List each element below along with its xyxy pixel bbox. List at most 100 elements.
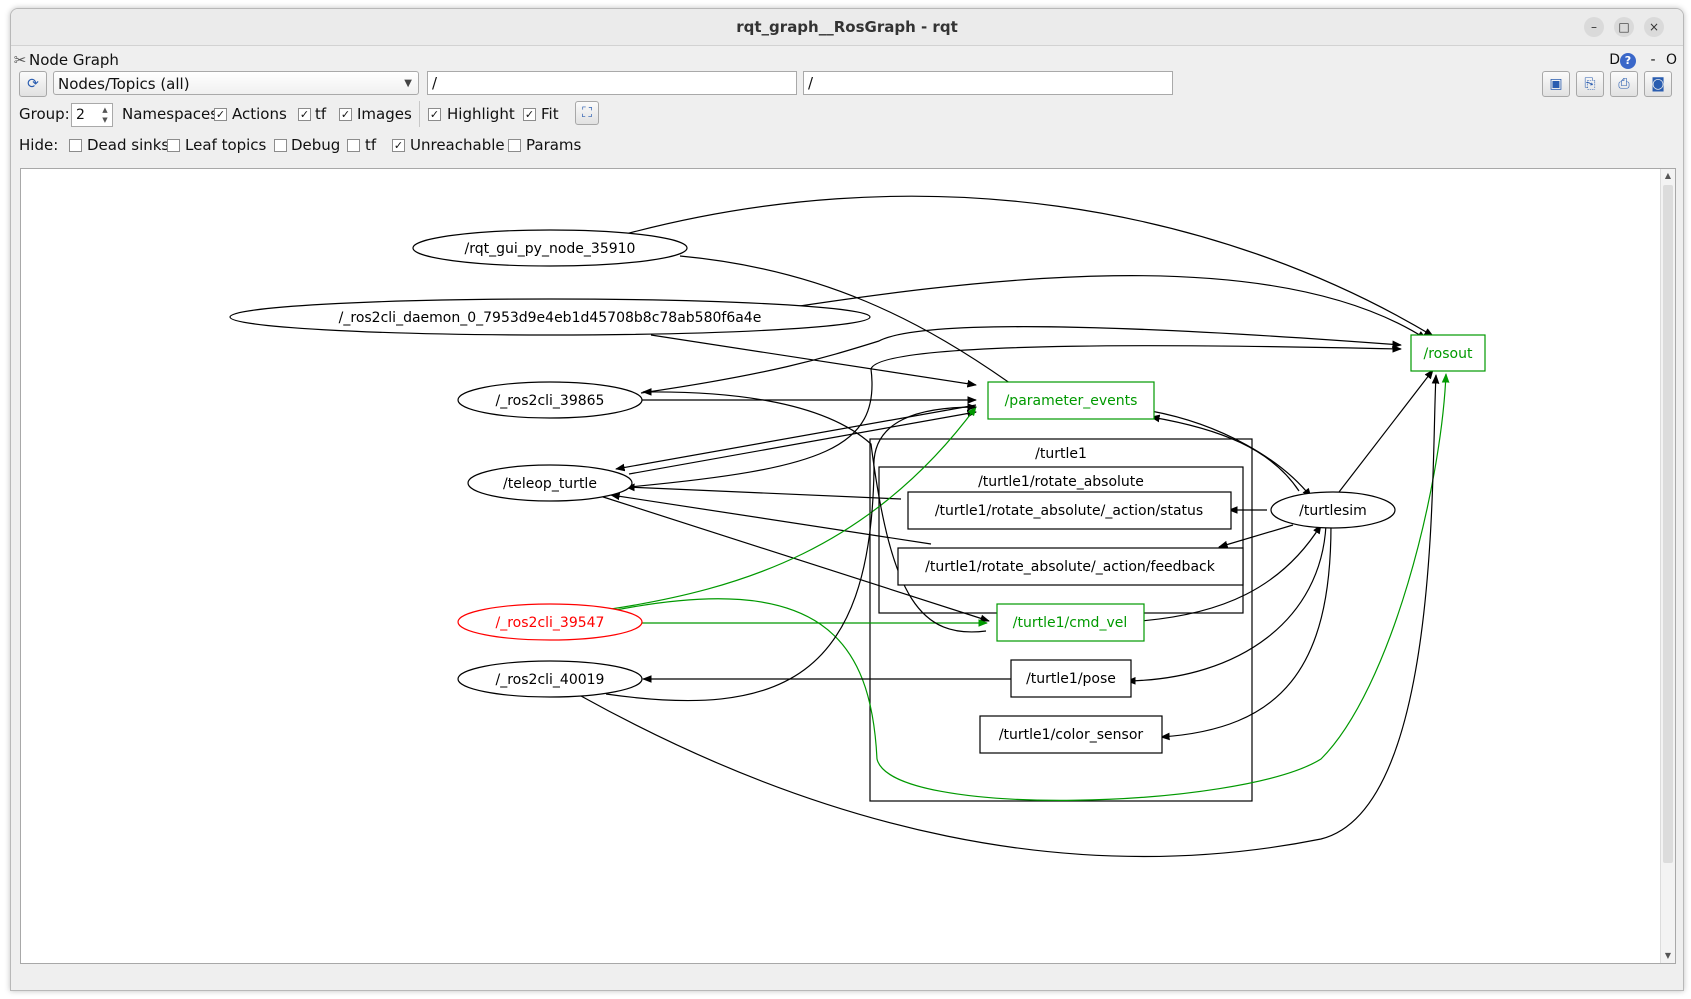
edge-cli39547-rosout: [610, 373, 1450, 801]
dock-title: ✂Node Graph: [11, 49, 119, 71]
scissors-icon: ✂: [13, 51, 27, 69]
edge-turtlesim-param: [1150, 414, 1300, 492]
edge-cli39547-param: [610, 406, 977, 610]
edge-status-teleop: [625, 483, 902, 500]
exclude-filter-input[interactable]: [803, 71, 1173, 95]
mode-select[interactable]: Nodes/Topics (all) ▼: [53, 71, 419, 95]
tf-checkbox[interactable]: ✓: [298, 108, 311, 121]
edge-turtlesim-feedback: [1218, 524, 1294, 549]
topic-action-feedback[interactable]: [897, 547, 1244, 586]
refresh-icon[interactable]: ⟳: [19, 71, 47, 97]
vertical-scrollbar[interactable]: ▲ ▼: [1660, 169, 1675, 963]
graph-edges: [580, 195, 1450, 858]
edge-feedback-teleop: [610, 492, 932, 545]
load-icon[interactable]: ▣: [1542, 71, 1570, 97]
dock-controls: D? - O: [1609, 49, 1677, 71]
namespaces-label: Namespaces: [122, 105, 219, 123]
mode-select-value: Nodes/Topics (all): [58, 75, 190, 93]
fit-view-icon[interactable]: ⛶: [575, 101, 599, 125]
edge-cmdvel-turtlesim: [1140, 524, 1322, 622]
fit-checkbox[interactable]: ✓: [523, 108, 536, 121]
edge-teleop-param: [628, 409, 977, 475]
hide-tf-checkbox[interactable]: [347, 139, 360, 152]
cluster-turtle1: [869, 438, 1253, 802]
help-icon[interactable]: ?: [1620, 53, 1636, 69]
dock-close-button[interactable]: O: [1665, 52, 1677, 68]
include-filter-input[interactable]: [427, 71, 797, 95]
topic-color-sensor[interactable]: [979, 715, 1163, 754]
topic-cmd-vel-label: /turtle1/cmd_vel: [1013, 615, 1127, 631]
dock-minimize-button[interactable]: -: [1650, 52, 1656, 68]
debug-checkbox[interactable]: [274, 139, 287, 152]
topic-action-status[interactable]: [907, 491, 1232, 530]
group-label: Group:: [19, 105, 70, 123]
scroll-down-icon[interactable]: ▼: [1664, 951, 1672, 960]
edge-rqt-rosout: [603, 195, 1434, 337]
cluster-rotate-absolute-label: /turtle1/rotate_absolute: [978, 474, 1144, 490]
node-daemon[interactable]: [229, 298, 871, 336]
scroll-thumb[interactable]: [1663, 185, 1673, 863]
minimize-button[interactable]: –: [1584, 17, 1604, 37]
actions-checkbox[interactable]: ✓: [214, 108, 227, 121]
node-turtlesim-label: /turtlesim: [1299, 503, 1367, 519]
hide-label: Hide:: [19, 136, 59, 154]
hide-row: Hide: Dead sinks Leaf topics Debug tf ✓ …: [11, 132, 1683, 160]
save-svg-icon[interactable]: ⎙: [1610, 71, 1638, 97]
group-spinbox[interactable]: 2 ▲▼: [71, 103, 113, 127]
screenshot-icon[interactable]: ◙: [1644, 71, 1672, 97]
topic-pose[interactable]: [1010, 659, 1132, 698]
highlight-checkbox[interactable]: ✓: [428, 108, 441, 121]
dead-sinks-label: Dead sinks: [87, 136, 170, 154]
node-turtlesim[interactable]: [1270, 491, 1396, 529]
maximize-button[interactable]: □: [1614, 17, 1634, 37]
topic-cmd-vel[interactable]: [996, 603, 1145, 642]
edge-param-teleop: [615, 404, 977, 472]
dock-title-label: Node Graph: [29, 51, 119, 69]
topic-action-status-label: /turtle1/rotate_absolute/_action/status: [935, 503, 1203, 519]
cluster-turtle1-label: /turtle1: [1035, 446, 1087, 462]
edge-rqt-param: [679, 255, 1022, 392]
topic-parameter-events-label: /parameter_events: [1005, 393, 1138, 409]
edge-turtlesim-rosout: [1338, 369, 1434, 493]
edge-turtlesim-colorsensor: [1160, 524, 1332, 741]
node-cli39547[interactable]: [457, 603, 643, 641]
node-teleop[interactable]: [467, 464, 633, 502]
edge-teleop-rosout: [628, 344, 1402, 488]
ros-graph[interactable]: /turtle1 /turtle1/rotate_absolute: [21, 169, 1661, 963]
node-cli40019[interactable]: [457, 660, 643, 698]
node-rqt-gui[interactable]: [412, 229, 688, 267]
topic-parameter-events[interactable]: [987, 381, 1155, 420]
edge-cli39865-rosout: [640, 326, 1402, 394]
spin-arrows-icon[interactable]: ▲▼: [102, 106, 108, 124]
topic-rosout[interactable]: [1410, 334, 1486, 372]
separator: [419, 101, 420, 127]
topic-rosout-label: /rosout: [1424, 346, 1473, 362]
node-daemon-label: /_ros2cli_daemon_0_7953d9e4eb1d45708b8c7…: [339, 310, 762, 326]
dock-d-button[interactable]: D: [1609, 52, 1620, 68]
node-cli39865[interactable]: [457, 381, 643, 419]
fit-label: Fit: [541, 105, 559, 123]
highlight-label: Highlight: [447, 105, 515, 123]
leaf-topics-checkbox[interactable]: [167, 139, 180, 152]
group-value: 2: [76, 107, 85, 123]
unreachable-checkbox[interactable]: ✓: [392, 139, 405, 152]
debug-label: Debug: [291, 136, 341, 154]
node-cli39865-label: /_ros2cli_39865: [496, 393, 605, 409]
graph-canvas[interactable]: /turtle1 /turtle1/rotate_absolute: [20, 168, 1676, 964]
images-checkbox[interactable]: ✓: [339, 108, 352, 121]
toolbar-row: ⟳ Nodes/Topics (all) ▼ ▣ ⎘ ⎙ ◙: [11, 71, 1683, 99]
options-row: Group: 2 ▲▼ Namespaces ✓ Actions ✓ tf ✓ …: [11, 101, 1683, 129]
params-checkbox[interactable]: [508, 139, 521, 152]
actions-label: Actions: [232, 105, 287, 123]
save-dot-icon[interactable]: ⎘: [1576, 71, 1604, 97]
topic-pose-label: /turtle1/pose: [1026, 671, 1116, 687]
scroll-up-icon[interactable]: ▲: [1664, 171, 1672, 180]
edge-cli39865-cmdvel: [642, 388, 987, 633]
hide-tf-label: tf: [365, 136, 377, 154]
edge-daemon-rosout: [753, 275, 1427, 340]
topic-action-feedback-label: /turtle1/rotate_absolute/_action/feedbac…: [925, 559, 1216, 575]
app-window: rqt_graph__RosGraph - rqt – □ × ✂Node Gr…: [10, 8, 1684, 991]
node-rqt-gui-label: /rqt_gui_py_node_35910: [465, 241, 636, 257]
dead-sinks-checkbox[interactable]: [69, 139, 82, 152]
close-button[interactable]: ×: [1644, 17, 1664, 37]
